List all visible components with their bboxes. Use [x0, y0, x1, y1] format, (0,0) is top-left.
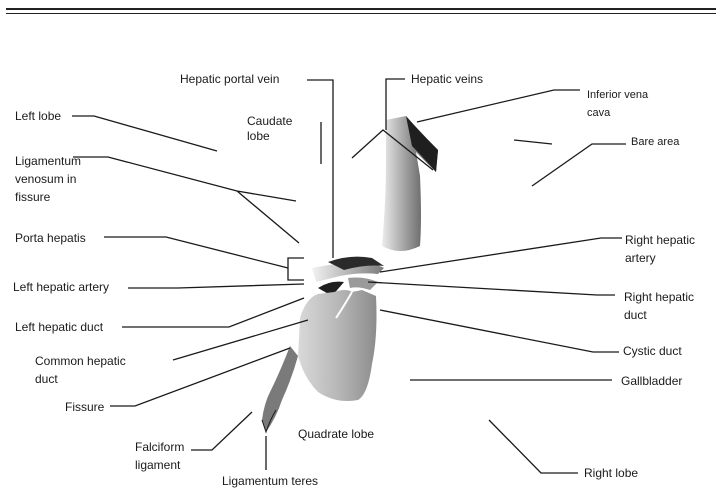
label-common-hepatic-duct: Common hepatic duct [35, 352, 126, 388]
label-left-hepatic-artery: Left hepatic artery [13, 280, 109, 295]
leader-lines [72, 79, 626, 473]
label-right-lobe: Right lobe [584, 466, 638, 481]
porta-hepatis-bracket [288, 258, 304, 280]
label-inferior-vena-cava: Inferior vena cava [587, 86, 648, 122]
label-cystic-duct: Cystic duct [623, 344, 682, 359]
ligamentum-teres-shape [262, 346, 298, 432]
label-bare-area: Bare area [631, 133, 679, 151]
label-falciform-ligament: Falciform ligament [135, 438, 184, 474]
label-right-hepatic-duct: Right hepatic duct [624, 288, 694, 324]
label-left-hepatic-duct: Left hepatic duct [15, 320, 103, 335]
label-gallbladder: Gallbladder [621, 374, 682, 389]
label-left-lobe: Left lobe [15, 109, 61, 124]
gallbladder-shape [298, 290, 377, 401]
label-right-hepatic-artery: Right hepatic artery [625, 231, 695, 267]
label-hepatic-veins: Hepatic veins [411, 72, 483, 87]
label-caudate-lobe: Caudate lobe [247, 114, 292, 144]
porta-hepatis-shape [312, 257, 384, 296]
label-fissure: Fissure [65, 400, 104, 415]
label-quadrate-lobe: Quadrate lobe [298, 427, 374, 442]
label-ligamentum-venosum: Ligamentum venosum in fissure [15, 152, 81, 206]
label-ligamentum-teres: Ligamentum teres [222, 474, 318, 489]
label-hepatic-portal-vein: Hepatic portal vein [180, 72, 279, 87]
label-porta-hepatis: Porta hepatis [15, 231, 86, 246]
